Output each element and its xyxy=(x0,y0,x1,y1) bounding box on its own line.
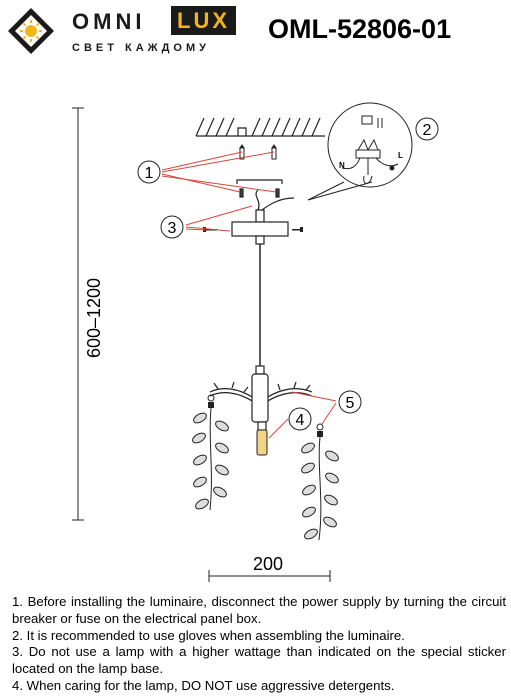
width-dimension-label: 200 xyxy=(253,554,283,574)
callout-5: 5 xyxy=(346,395,355,412)
anchor-plug-icon xyxy=(239,144,277,160)
installation-diagram: 600–1200 xyxy=(72,102,439,582)
callout-lines xyxy=(161,151,337,439)
leaf-garland-left xyxy=(192,394,229,511)
ceiling xyxy=(195,117,325,137)
note-item: 1. Before installing the luminaire, disc… xyxy=(12,594,506,626)
wire-label-live: L xyxy=(398,151,403,160)
ground-screw-icon xyxy=(389,165,395,171)
height-dimension-label: 600–1200 xyxy=(84,278,104,358)
brand-name-omni: OMNI xyxy=(72,9,146,34)
lamp-body xyxy=(209,365,313,431)
omnilux-logo-icon xyxy=(8,8,54,54)
model-number: OML-52806-01 xyxy=(268,14,452,44)
callout-1: 1 xyxy=(145,165,154,182)
height-dimension xyxy=(72,107,84,521)
note-item: 2. It is recommended to use gloves when … xyxy=(12,627,405,643)
brand-tagline: СВЕТ КАЖДОМУ xyxy=(72,42,210,54)
wiring-detail xyxy=(307,102,413,201)
brand-name-lux: LUX xyxy=(171,6,236,35)
header: OMNI LUX СВЕТ КАЖДОМУ OML-52806-01 xyxy=(0,0,511,62)
callout-3: 3 xyxy=(168,220,177,237)
callout-2: 2 xyxy=(423,122,432,139)
note-item: 3. Do not use a lamp with a higher watta… xyxy=(12,644,506,677)
note-item: 4. When caring for the lamp, DO NOT use … xyxy=(12,677,395,693)
safety-notes: 1. Before installing the luminaire, disc… xyxy=(12,594,506,695)
leaf-garland-right xyxy=(301,423,339,541)
callout-4: 4 xyxy=(296,412,305,429)
width-dimension xyxy=(208,570,331,582)
canopy xyxy=(231,189,295,245)
callout-marker xyxy=(137,117,439,431)
mounting-bracket xyxy=(236,179,283,198)
wire-label-neutral: N xyxy=(339,161,345,170)
lamp-bulb-icon xyxy=(256,429,268,456)
